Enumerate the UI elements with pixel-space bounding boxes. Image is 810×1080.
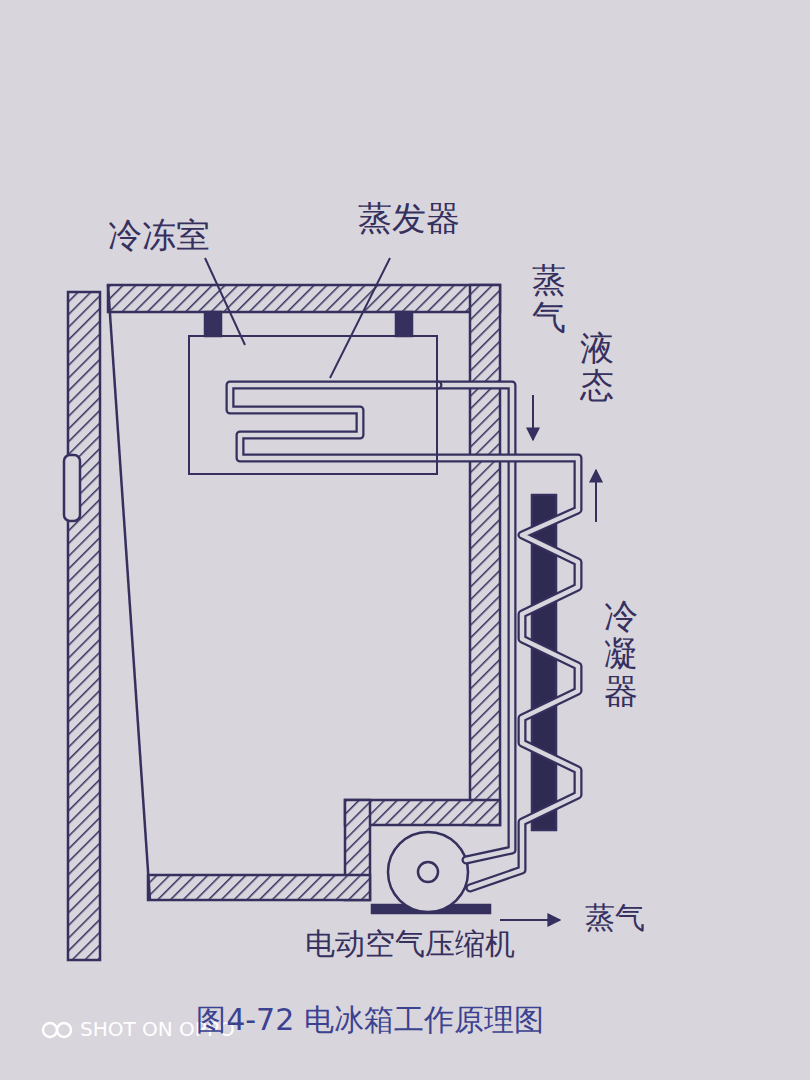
watermark-icon xyxy=(43,1023,71,1037)
compartment-label: 冷冻室 xyxy=(108,215,210,256)
left-wall xyxy=(108,285,150,900)
refrigerant-pipe-inner xyxy=(230,385,578,888)
compressor-shaft xyxy=(418,862,438,882)
leader-line xyxy=(205,258,245,345)
door-handle xyxy=(64,455,80,521)
freezer-compartment: 冷冻室 xyxy=(188,335,438,475)
flow-arrow xyxy=(595,470,597,522)
top-wall xyxy=(108,285,500,312)
figure-caption: 图4-72 电冰箱工作原理图 xyxy=(196,1002,544,1038)
leader-line xyxy=(330,258,390,378)
bracket xyxy=(205,312,221,336)
flow-label: 蒸气 xyxy=(585,900,645,936)
flow-arrow xyxy=(500,919,560,921)
bottom-wall xyxy=(148,875,370,900)
flow-arrow xyxy=(532,395,534,440)
flow-label: 液态 xyxy=(580,330,614,405)
part-label: 电动空气压缩机 xyxy=(305,926,515,962)
part-label: 冷凝器 xyxy=(604,598,638,710)
right-wall xyxy=(470,285,500,825)
door xyxy=(68,292,100,960)
refrigerant-pipe xyxy=(230,385,578,888)
flow-label: 蒸气 xyxy=(532,262,566,337)
part-label: 蒸发器 xyxy=(358,198,460,239)
bracket xyxy=(396,312,412,336)
compressor xyxy=(388,832,468,912)
